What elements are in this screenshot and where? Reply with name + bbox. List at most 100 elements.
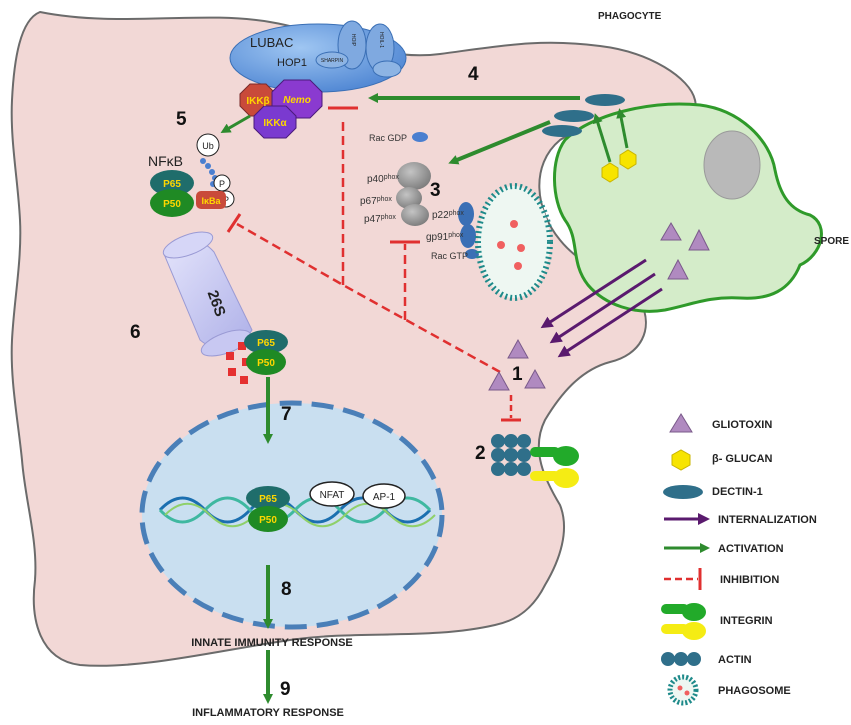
rac-gdp [412,132,428,142]
ubiquitin-chain-bead [209,169,215,175]
gliotoxin-triangle [488,370,510,391]
actin-bead [517,462,531,476]
lubac-subunit [372,60,402,78]
proteasome-top [162,231,214,259]
degraded-fragment [238,342,246,350]
degraded-fragment [226,352,234,360]
activation-arrow-5 [220,114,251,133]
actin-bead [504,434,518,448]
p65-subunit [244,330,288,354]
gliotoxin-triangle [667,258,689,280]
step-number: 1 [512,364,523,385]
actin-bead [517,448,531,462]
actin-legend-bead [687,652,701,666]
beta-glucan-legend-icon [671,449,691,471]
dna-strand-c [164,502,436,528]
step-number: 9 [280,679,291,700]
p65-subunit [150,170,194,196]
nfat-factor [309,481,355,507]
p47-label: p47phox [364,214,396,225]
ikkb-label: IKKβ [246,96,269,107]
legend-label: INTERNALIZATION [718,514,817,526]
p67-label: p67phox [360,196,392,207]
internalization-arrow [549,272,656,344]
p22-subunit [458,202,474,226]
spore-label: SPORE [814,236,849,247]
actin-bead [517,434,531,448]
p40-subunit [397,162,431,190]
inflammatory-response-label: INFLAMMATORY RESPONSE [192,707,344,719]
step-number: 7 [281,404,292,425]
p65-label: P65 [163,179,181,190]
activation-arrow-nadph [448,120,551,165]
ub-label: Ub [202,141,214,151]
actin-bead [491,434,505,448]
gliotoxin-triangle [660,222,682,241]
sharpin-label: SHARPIN [321,58,344,64]
p65-subunit [246,486,290,510]
lubac-sharpin [315,51,349,69]
dectin-legend-icon [663,485,703,499]
phagosome-ros-dot [497,241,505,249]
p50-label: P50 [163,199,181,210]
phagosome-ros-dot [514,262,522,270]
legend: GLIOTOXIN β- GLUCAN DECTIN-1 INTERNALIZA… [661,413,817,706]
step-number: 2 [475,443,486,464]
dectin-receptor [542,125,582,137]
gliotoxin-triangle [688,228,710,251]
actin-bead [491,462,505,476]
p50-subunit [246,349,286,375]
ap1-factor [362,483,406,509]
degraded-fragment [240,376,248,384]
p47-subunit [401,204,429,226]
step-number: 8 [281,579,292,600]
integrin-legend-yellow [661,624,689,634]
dectin-receptor [585,94,625,106]
beta-glucan-hexagon [601,162,619,183]
phagosome-legend-dot [677,685,683,691]
phagosome-ros-dot [517,244,525,252]
step-number: 3 [430,180,441,201]
dectin-receptor [554,110,594,122]
nfat-label: NFAT [320,490,345,501]
p67-subunit [396,187,422,209]
phagosome-legend-dot [684,690,690,696]
inhibition-line-ikba [236,222,501,374]
legend-label: β- GLUCAN [712,453,773,465]
legend-label: ACTIVATION [718,543,784,555]
step-number: 4 [468,64,479,85]
phospho-label: P [219,179,225,189]
integrin-yellow [530,471,560,481]
activation-arrow [616,108,629,149]
phagosome-legend-icon [667,674,699,706]
integrin-legend-green-head [682,603,706,621]
internalization-arrow [557,287,663,358]
rac-gtp [465,249,479,259]
p65-label: P65 [257,338,275,349]
rac-gdp-label: Rac GDP [369,133,407,143]
ubiquitin-circle [196,133,220,157]
ikba-box [196,191,226,209]
degraded-fragment [228,368,236,376]
p50-subunit [248,506,288,532]
hoip-label: HOIP [350,34,356,47]
activation-arrow [593,113,612,163]
legend-label: INHIBITION [720,574,779,586]
internalization-arrow [540,258,647,329]
beta-glucan-hexagon [619,149,637,170]
legend-label: INTEGRIN [720,615,773,627]
ikka-octagon [253,105,297,139]
legend-label: ACTIN [718,654,752,666]
spore-nucleus [703,130,761,200]
innate-immunity-label: INNATE IMMUNITY RESPONSE [191,637,353,649]
phagosome [475,183,553,301]
gp91-subunit [460,224,476,248]
ubiquitin-chain-bead [205,163,211,169]
legend-label: DECTIN-1 [712,486,763,498]
phospho-circle [213,174,231,192]
gp91-label: gp91phox [426,232,464,243]
integrin-yellow-head [553,468,579,488]
nfkb-label: NFκB [148,153,183,169]
ubiquitin-chain-bead [200,158,206,164]
